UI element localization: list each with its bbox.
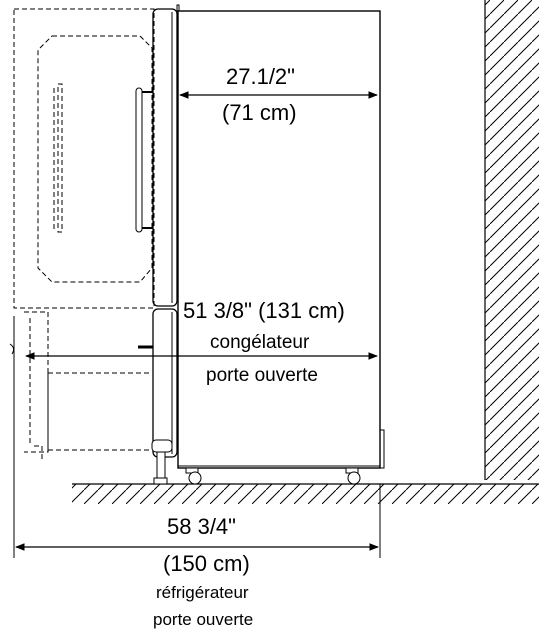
freezer-label-line2: porte ouverte <box>206 365 318 386</box>
refrigerator-inches-label: 58 3/4" <box>167 514 236 539</box>
floor <box>72 483 539 504</box>
depth-inches-label: 27.1/2" <box>226 64 295 89</box>
refrigerator-label-line2: porte ouverte <box>153 610 254 629</box>
refrigerator-cm-label: (150 cm) <box>163 551 250 576</box>
freezer-dimension-label: 51 3/8" (131 cm) <box>183 298 345 323</box>
wall <box>484 0 539 480</box>
extension-lines <box>9 316 381 558</box>
closed-doors <box>135 8 178 485</box>
refrigerator-label-line1: réfrigérateur <box>156 583 249 602</box>
freezer-label-line1: congélateur <box>210 332 310 353</box>
opened-doors-outline <box>13 8 155 462</box>
dimension-arrows <box>15 91 379 551</box>
depth-cm-label: (71 cm) <box>222 100 297 125</box>
